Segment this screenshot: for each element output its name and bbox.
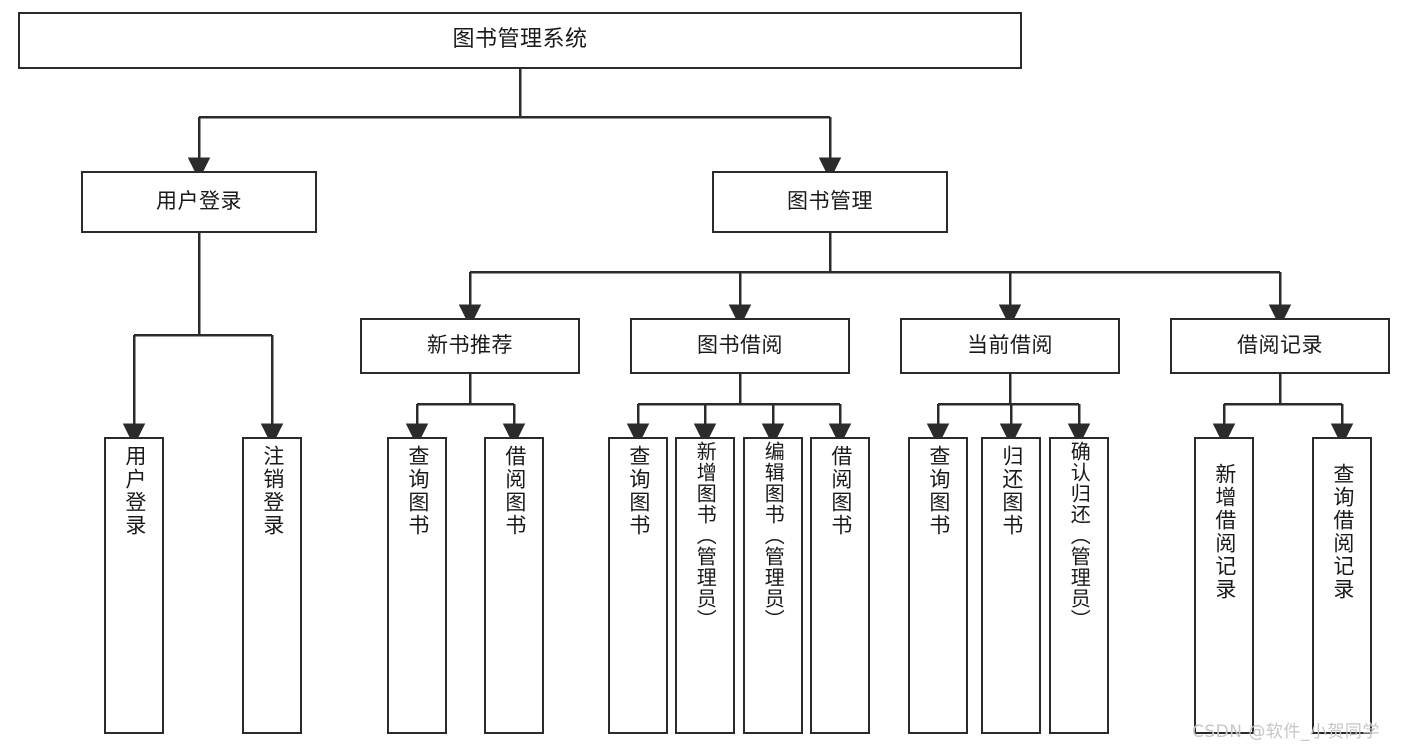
node-new-book-recommend-label: 新书推荐: [427, 333, 513, 358]
node-leaf-add-record-label: 新增借阅记录: [1212, 463, 1237, 601]
node-user-login-label: 用户登录: [156, 189, 242, 214]
node-leaf-logout-label: 注销登录: [260, 445, 285, 537]
node-leaf-query-record-label: 查询借阅记录: [1330, 463, 1355, 601]
node-current-borrow-label: 当前借阅: [967, 333, 1053, 358]
node-leaf-query-record[interactable]: 查询借阅记录: [1312, 437, 1372, 734]
node-book-manage[interactable]: 图书管理: [712, 171, 948, 233]
node-book-borrow-label: 图书借阅: [697, 333, 783, 358]
node-leaf-edit-book[interactable]: 编辑图书（管理员）: [743, 437, 803, 734]
node-leaf-borrow-book-label: 借阅图书: [828, 445, 853, 537]
node-leaf-logout[interactable]: 注销登录: [242, 437, 302, 734]
node-leaf-add-book[interactable]: 新增图书（管理员）: [675, 437, 735, 734]
node-book-manage-label: 图书管理: [787, 189, 873, 214]
node-leaf-query-book-rec-label: 查询图书: [405, 445, 430, 537]
node-book-borrow[interactable]: 图书借阅: [630, 318, 850, 374]
node-leaf-borrow-book[interactable]: 借阅图书: [810, 437, 870, 734]
node-new-book-recommend[interactable]: 新书推荐: [360, 318, 580, 374]
node-leaf-return-book-label: 归还图书: [999, 445, 1024, 537]
node-current-borrow[interactable]: 当前借阅: [900, 318, 1120, 374]
node-leaf-user-login[interactable]: 用户登录: [104, 437, 164, 734]
node-leaf-confirm-return-label: 确认归还（管理员）: [1067, 441, 1092, 630]
node-leaf-return-book[interactable]: 归还图书: [981, 437, 1041, 734]
node-leaf-borrow-book-rec-label: 借阅图书: [502, 445, 527, 537]
node-leaf-add-record[interactable]: 新增借阅记录: [1194, 437, 1254, 734]
node-leaf-query-book-cur[interactable]: 查询图书: [908, 437, 968, 734]
node-leaf-query-book-label: 查询图书: [626, 445, 651, 537]
node-leaf-query-book-cur-label: 查询图书: [926, 445, 951, 537]
node-borrow-record[interactable]: 借阅记录: [1170, 318, 1390, 374]
node-leaf-query-book[interactable]: 查询图书: [608, 437, 668, 734]
node-leaf-edit-book-label: 编辑图书（管理员）: [761, 441, 786, 630]
node-leaf-query-book-rec[interactable]: 查询图书: [387, 437, 447, 734]
node-root[interactable]: 图书管理系统: [18, 12, 1022, 69]
node-borrow-record-label: 借阅记录: [1237, 333, 1323, 358]
node-leaf-borrow-book-rec[interactable]: 借阅图书: [484, 437, 544, 734]
csdn-watermark: CSDN @软件_小贺同学: [1192, 722, 1380, 742]
node-leaf-add-book-label: 新增图书（管理员）: [693, 441, 718, 630]
node-root-label: 图书管理系统: [452, 27, 588, 53]
node-user-login[interactable]: 用户登录: [81, 171, 317, 233]
node-leaf-confirm-return[interactable]: 确认归还（管理员）: [1049, 437, 1109, 734]
node-leaf-user-login-label: 用户登录: [122, 445, 147, 537]
